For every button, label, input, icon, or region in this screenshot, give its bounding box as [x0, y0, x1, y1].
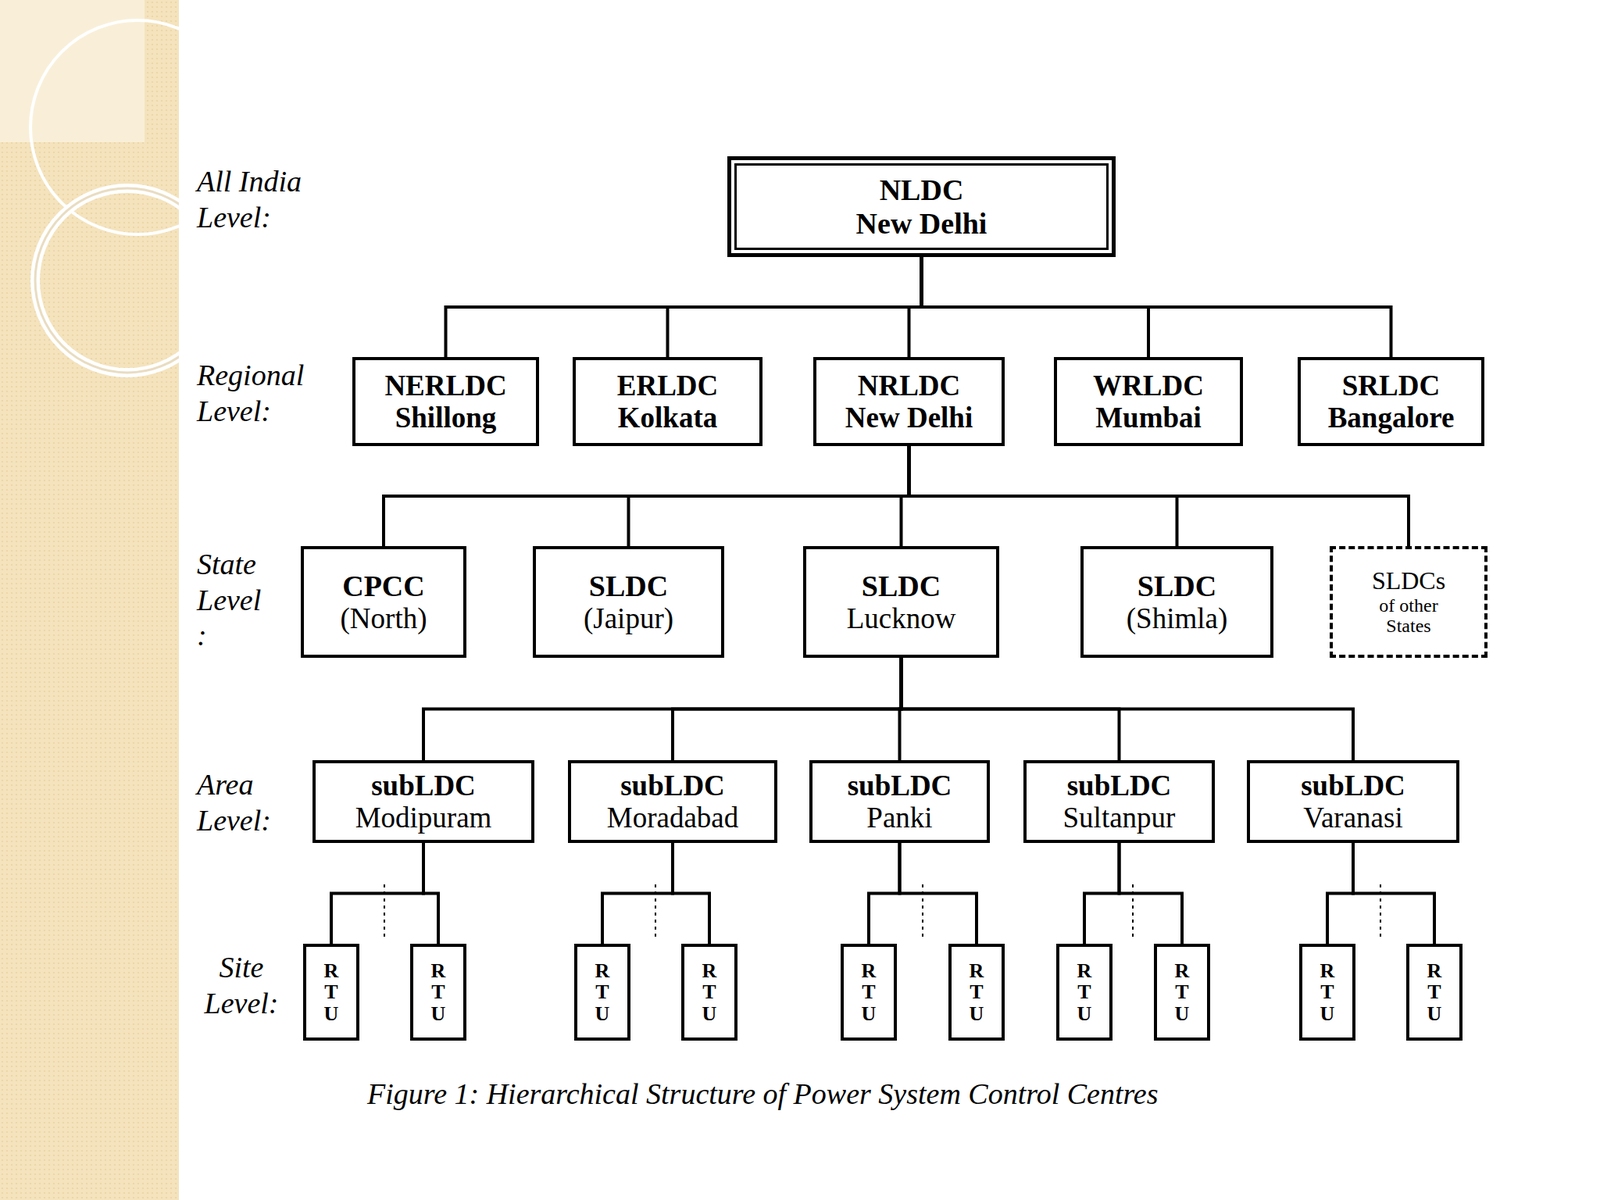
- tree-connector: [446, 257, 922, 358]
- box-subtitle: Varanasi: [1303, 801, 1403, 834]
- box-heading: CPCC: [342, 569, 425, 604]
- level-label: Site Level:: [195, 950, 288, 1022]
- rtu-box: R T U: [574, 943, 631, 1041]
- regional-centre-box: SRLDCBangalore: [1297, 357, 1485, 447]
- rtu-box: R T U: [1406, 943, 1463, 1041]
- tree-connector: [900, 842, 978, 944]
- box-heading: NERLDC: [384, 369, 507, 402]
- rtu-box: R T U: [410, 943, 467, 1041]
- rtu-label: R T U: [322, 960, 340, 1025]
- tree-connector: [331, 842, 424, 944]
- box-subtitle: Bangalore: [1328, 401, 1455, 434]
- box-heading: NLDC: [879, 173, 965, 208]
- area-centre-box: subLDCPanki: [809, 760, 990, 843]
- box-heading: SRLDC: [1342, 369, 1440, 402]
- tree-connector: [1119, 842, 1183, 944]
- box-heading: SLDC: [589, 569, 668, 604]
- box-subtitle: Lucknow: [846, 602, 957, 635]
- tree-connector: [909, 446, 1410, 547]
- box-subtitle: Shillong: [395, 401, 497, 434]
- box-subtitle: Sultanpur: [1063, 801, 1176, 834]
- rtu-label: R T U: [1075, 960, 1093, 1025]
- area-centre-box: subLDCMoradabad: [567, 760, 778, 843]
- rtu-label: R T U: [1173, 960, 1191, 1025]
- tree-connector: [383, 446, 910, 547]
- box-subtitle: Modipuram: [355, 801, 493, 834]
- tree-connector: [909, 257, 922, 358]
- box-subtitle: Mumbai: [1095, 401, 1202, 434]
- tree-connector: [672, 657, 902, 761]
- box-heading: subLDC: [1067, 769, 1172, 802]
- box-subtitle: Panki: [866, 801, 933, 834]
- level-label: Area Level:: [196, 767, 307, 839]
- decor-ring: [30, 20, 179, 235]
- rtu-box: R T U: [681, 943, 738, 1041]
- tree-connector: [1327, 842, 1354, 944]
- area-centre-box: subLDCModipuram: [312, 760, 535, 843]
- rtu-label: R T U: [593, 960, 611, 1025]
- box-heading: WRLDC: [1092, 369, 1204, 402]
- rtu-label: R T U: [429, 960, 447, 1025]
- figure-caption: Figure 1: Hierarchical Structure of Powe…: [367, 1076, 1159, 1111]
- rtu-label: R T U: [1318, 960, 1336, 1025]
- tree-connector: [1353, 842, 1435, 944]
- rtu-box: R T U: [840, 943, 897, 1041]
- decor-ring: [35, 188, 179, 373]
- tree-connector: [423, 842, 439, 944]
- regional-centre-box: ERLDCKolkata: [572, 357, 763, 447]
- box-subtitle: of other States: [1365, 595, 1452, 638]
- box-heading: NRLDC: [857, 369, 961, 402]
- level-label: State Level :: [196, 546, 272, 654]
- tree-connector: [901, 657, 1354, 761]
- rtu-box: R T U: [948, 943, 1005, 1041]
- dashed-group-box: SLDCsof other States: [1329, 546, 1488, 658]
- tree-connector: [628, 446, 910, 547]
- level-label: All India Level:: [196, 164, 338, 236]
- box-heading: SLDC: [861, 569, 941, 604]
- tree-connector: [921, 257, 1392, 358]
- national-centre-box: NLDCNew Delhi: [727, 156, 1116, 258]
- box-heading: subLDC: [620, 769, 725, 802]
- state-centre-box: SLDCLucknow: [803, 546, 1000, 658]
- box-subtitle: (Jaipur): [583, 602, 674, 635]
- state-centre-box: CPCC(North): [300, 546, 467, 658]
- tree-connector: [667, 257, 922, 358]
- box-subtitle: Kolkata: [617, 401, 718, 434]
- tree-connector: [423, 657, 902, 761]
- area-centre-box: subLDCVaranasi: [1246, 760, 1460, 843]
- box-subtitle: New Delhi: [845, 401, 973, 434]
- regional-centre-box: NERLDCShillong: [352, 357, 540, 447]
- box-heading: SLDC: [1137, 569, 1217, 604]
- side-strip: [0, 0, 179, 1200]
- box-heading: subLDC: [371, 769, 476, 802]
- tree-connector: [602, 842, 673, 944]
- box-subtitle: (Shimla): [1126, 602, 1228, 635]
- box-heading: ERLDC: [617, 369, 719, 402]
- tree-connector: [1084, 842, 1120, 944]
- tree-connector: [868, 842, 900, 944]
- level-label: Regional Level:: [196, 357, 338, 429]
- state-centre-box: SLDC(Shimla): [1080, 546, 1274, 658]
- rtu-label: R T U: [1425, 960, 1443, 1025]
- box-heading: SLDCs: [1371, 567, 1446, 596]
- box-heading: subLDC: [847, 769, 953, 802]
- regional-centre-box: NRLDCNew Delhi: [813, 357, 1005, 447]
- rtu-box: R T U: [303, 943, 360, 1041]
- rtu-label: R T U: [700, 960, 718, 1025]
- tree-connector: [672, 842, 710, 944]
- rtu-label: R T U: [860, 960, 878, 1025]
- area-centre-box: subLDCSultanpur: [1023, 760, 1215, 843]
- box-subtitle: Moradabad: [607, 801, 740, 834]
- box-subtitle: (North): [340, 602, 428, 635]
- box-subtitle: New Delhi: [856, 207, 988, 241]
- rtu-box: R T U: [1299, 943, 1356, 1041]
- box-heading: subLDC: [1300, 769, 1406, 802]
- regional-centre-box: WRLDCMumbai: [1053, 357, 1243, 447]
- rtu-label: R T U: [967, 960, 986, 1025]
- rtu-box: R T U: [1056, 943, 1113, 1041]
- decor-ring: [35, 188, 179, 373]
- rtu-box: R T U: [1153, 943, 1211, 1041]
- state-centre-box: SLDC(Jaipur): [532, 546, 725, 658]
